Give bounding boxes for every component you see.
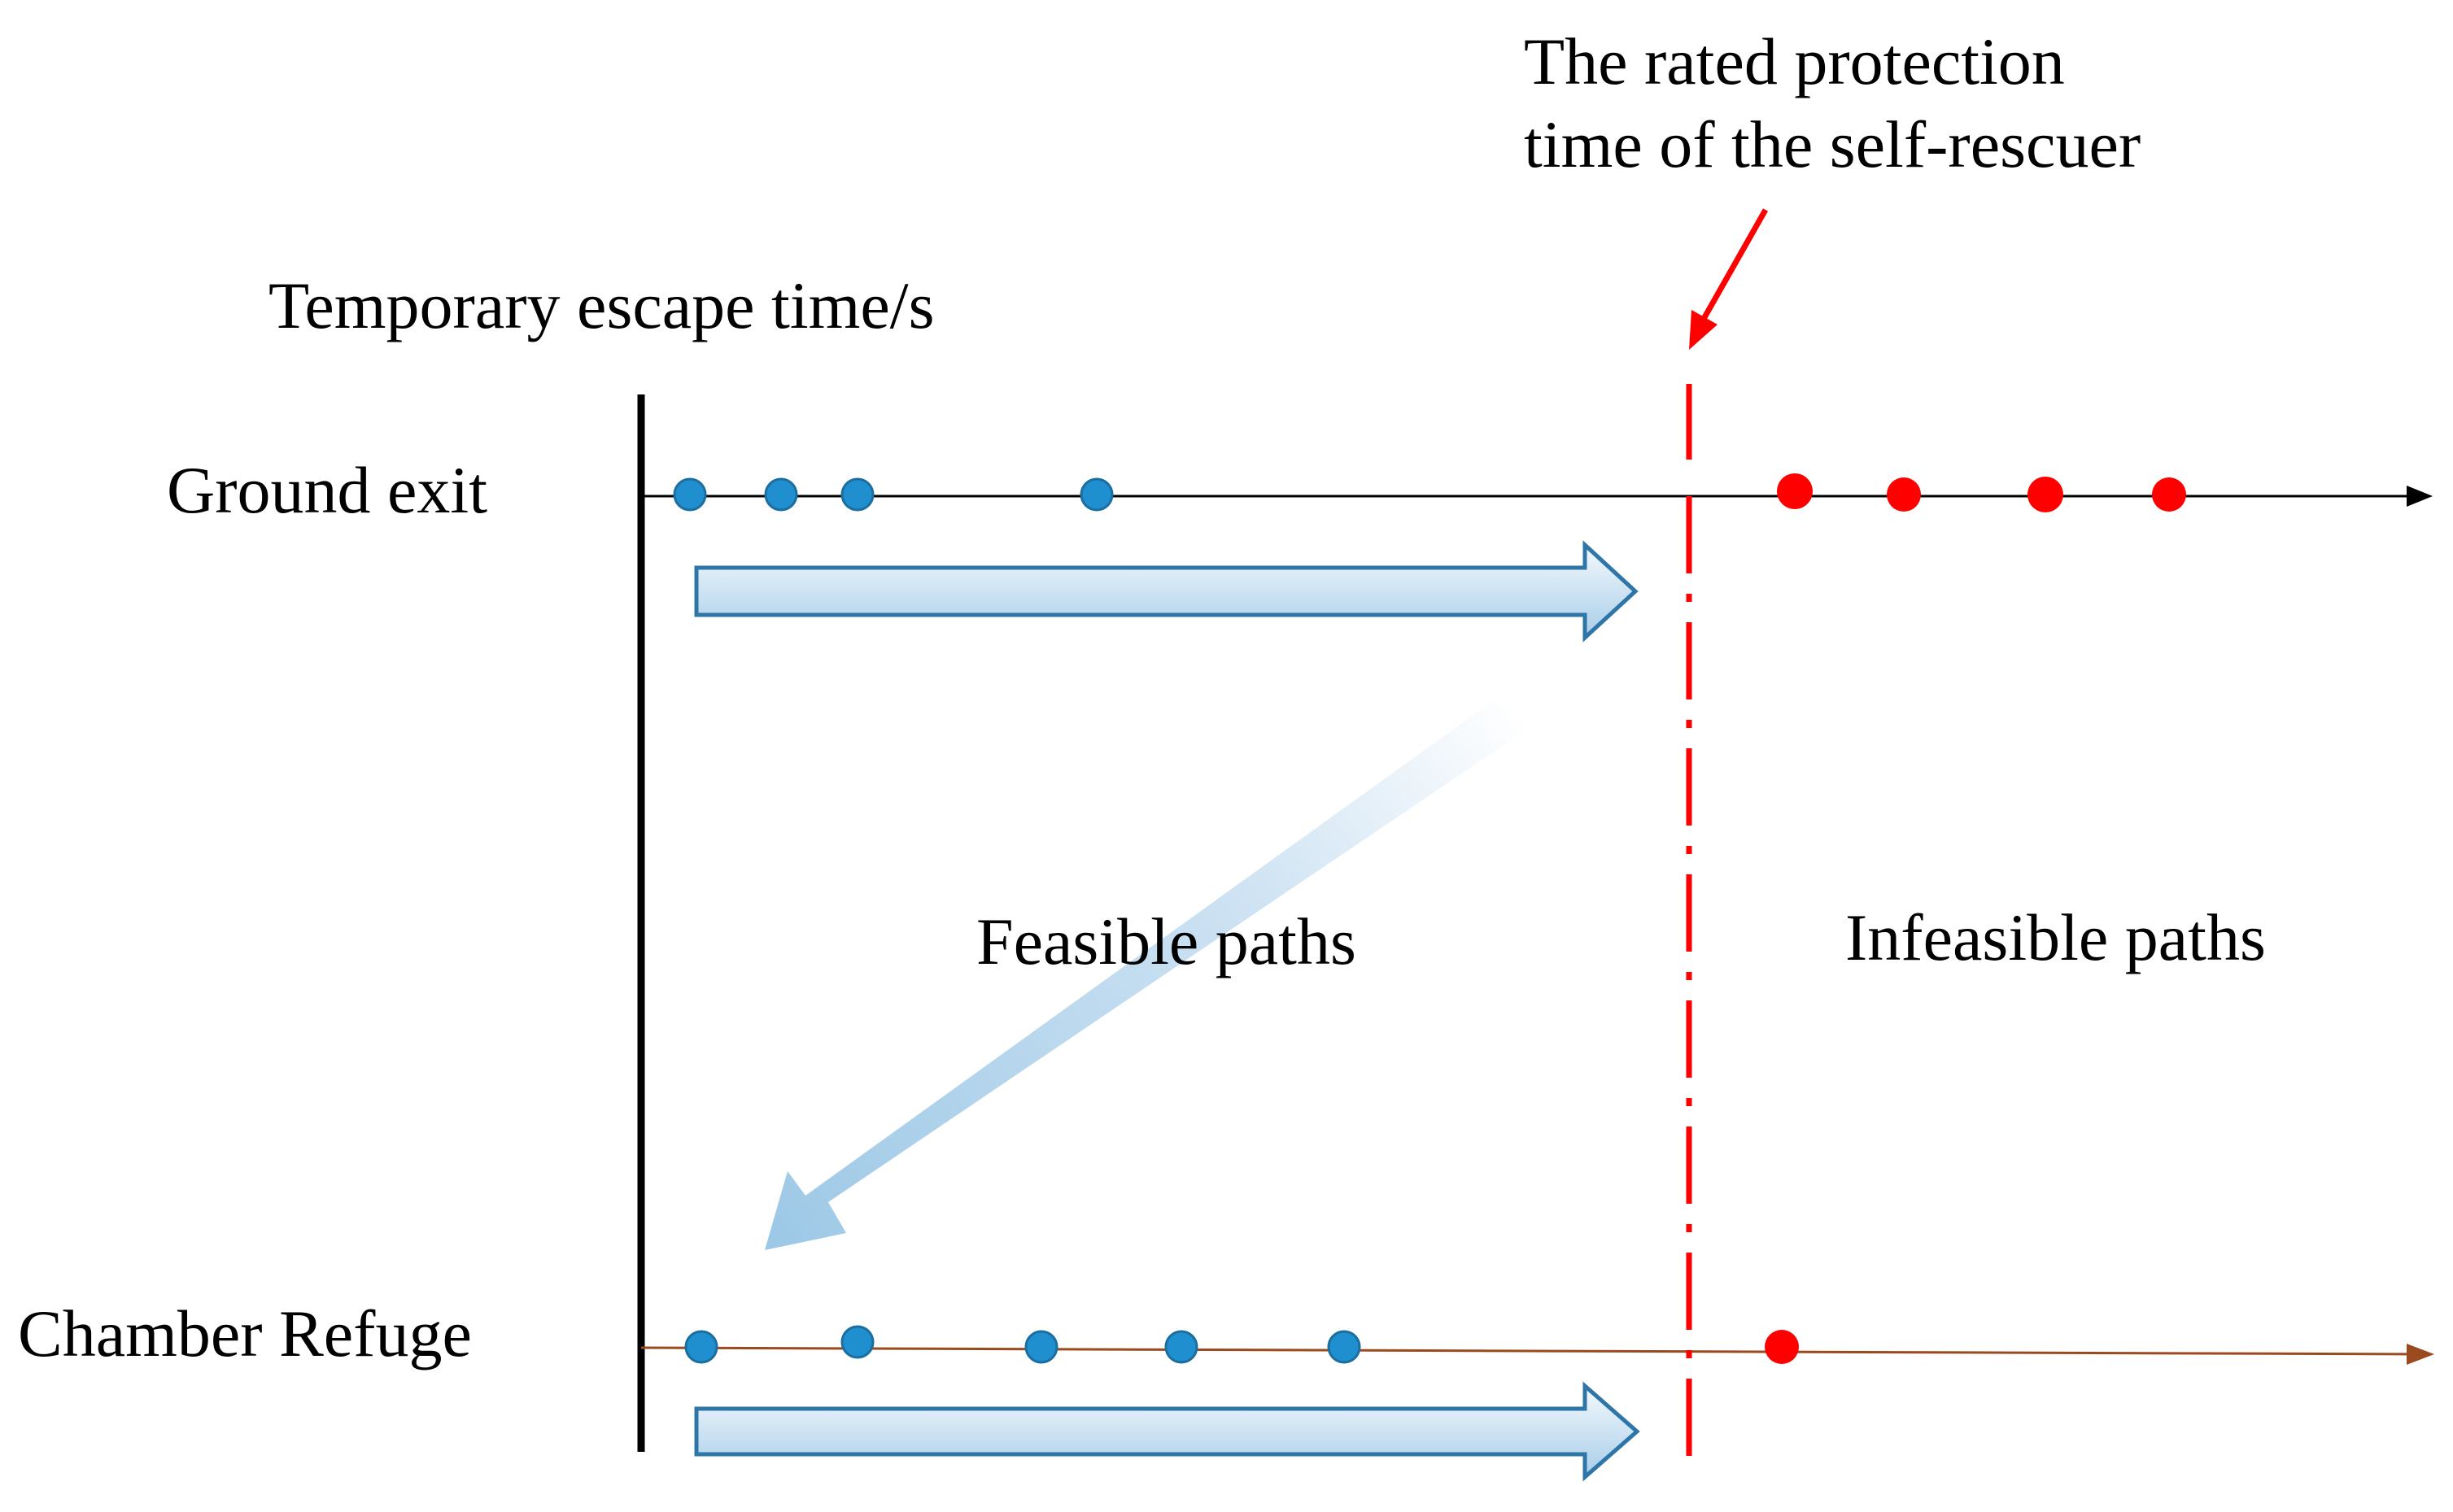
feasible-point: [673, 477, 707, 512]
infeasible-region-label: Infeasible paths: [1845, 900, 2266, 974]
ground-exit-feasible-arrow: [694, 540, 1639, 643]
feasible-region-label: Feasible paths: [976, 904, 1356, 978]
feasible-point: [764, 477, 798, 512]
axis-title: Temporary escape time/s: [268, 268, 934, 342]
infeasible-point: [1765, 1330, 1799, 1364]
infeasible-point: [1777, 473, 1813, 509]
chamber-refuge-feasible-points: [684, 1325, 1361, 1364]
ground-exit-infeasible-points: [1777, 473, 2186, 512]
infeasible-point: [1887, 477, 1921, 512]
feasible-point: [1327, 1330, 1361, 1364]
ground-exit-feasible-points: [673, 477, 1114, 512]
infeasible-point: [2152, 477, 2186, 512]
transfer-diagonal-arrow: [765, 698, 1525, 1250]
chamber-refuge-infeasible-points: [1765, 1330, 1799, 1364]
chamber-refuge-feasible-arrow: [694, 1381, 1640, 1482]
feasible-point: [1164, 1330, 1198, 1364]
row-label-ground-exit: Ground exit: [167, 453, 487, 527]
chamber-refuge-arrowhead: [2407, 1344, 2434, 1365]
protection-time-label-line2: time of the self-rescuer: [1524, 107, 2141, 181]
feasible-point: [684, 1330, 718, 1364]
infeasible-point: [2027, 477, 2063, 512]
ground-exit-arrowhead: [2407, 486, 2433, 507]
feasible-point: [840, 477, 875, 512]
feasible-point: [1080, 477, 1114, 512]
feasible-point: [1024, 1330, 1058, 1364]
protection-pointer-arrow: [1689, 208, 1769, 350]
feasible-point: [840, 1325, 875, 1359]
chamber-refuge-time-line: [640, 1346, 2429, 1356]
protection-time-label-line1: The rated protection: [1524, 24, 2065, 98]
row-label-chamber-refuge: Chamber Refuge: [18, 1296, 472, 1370]
